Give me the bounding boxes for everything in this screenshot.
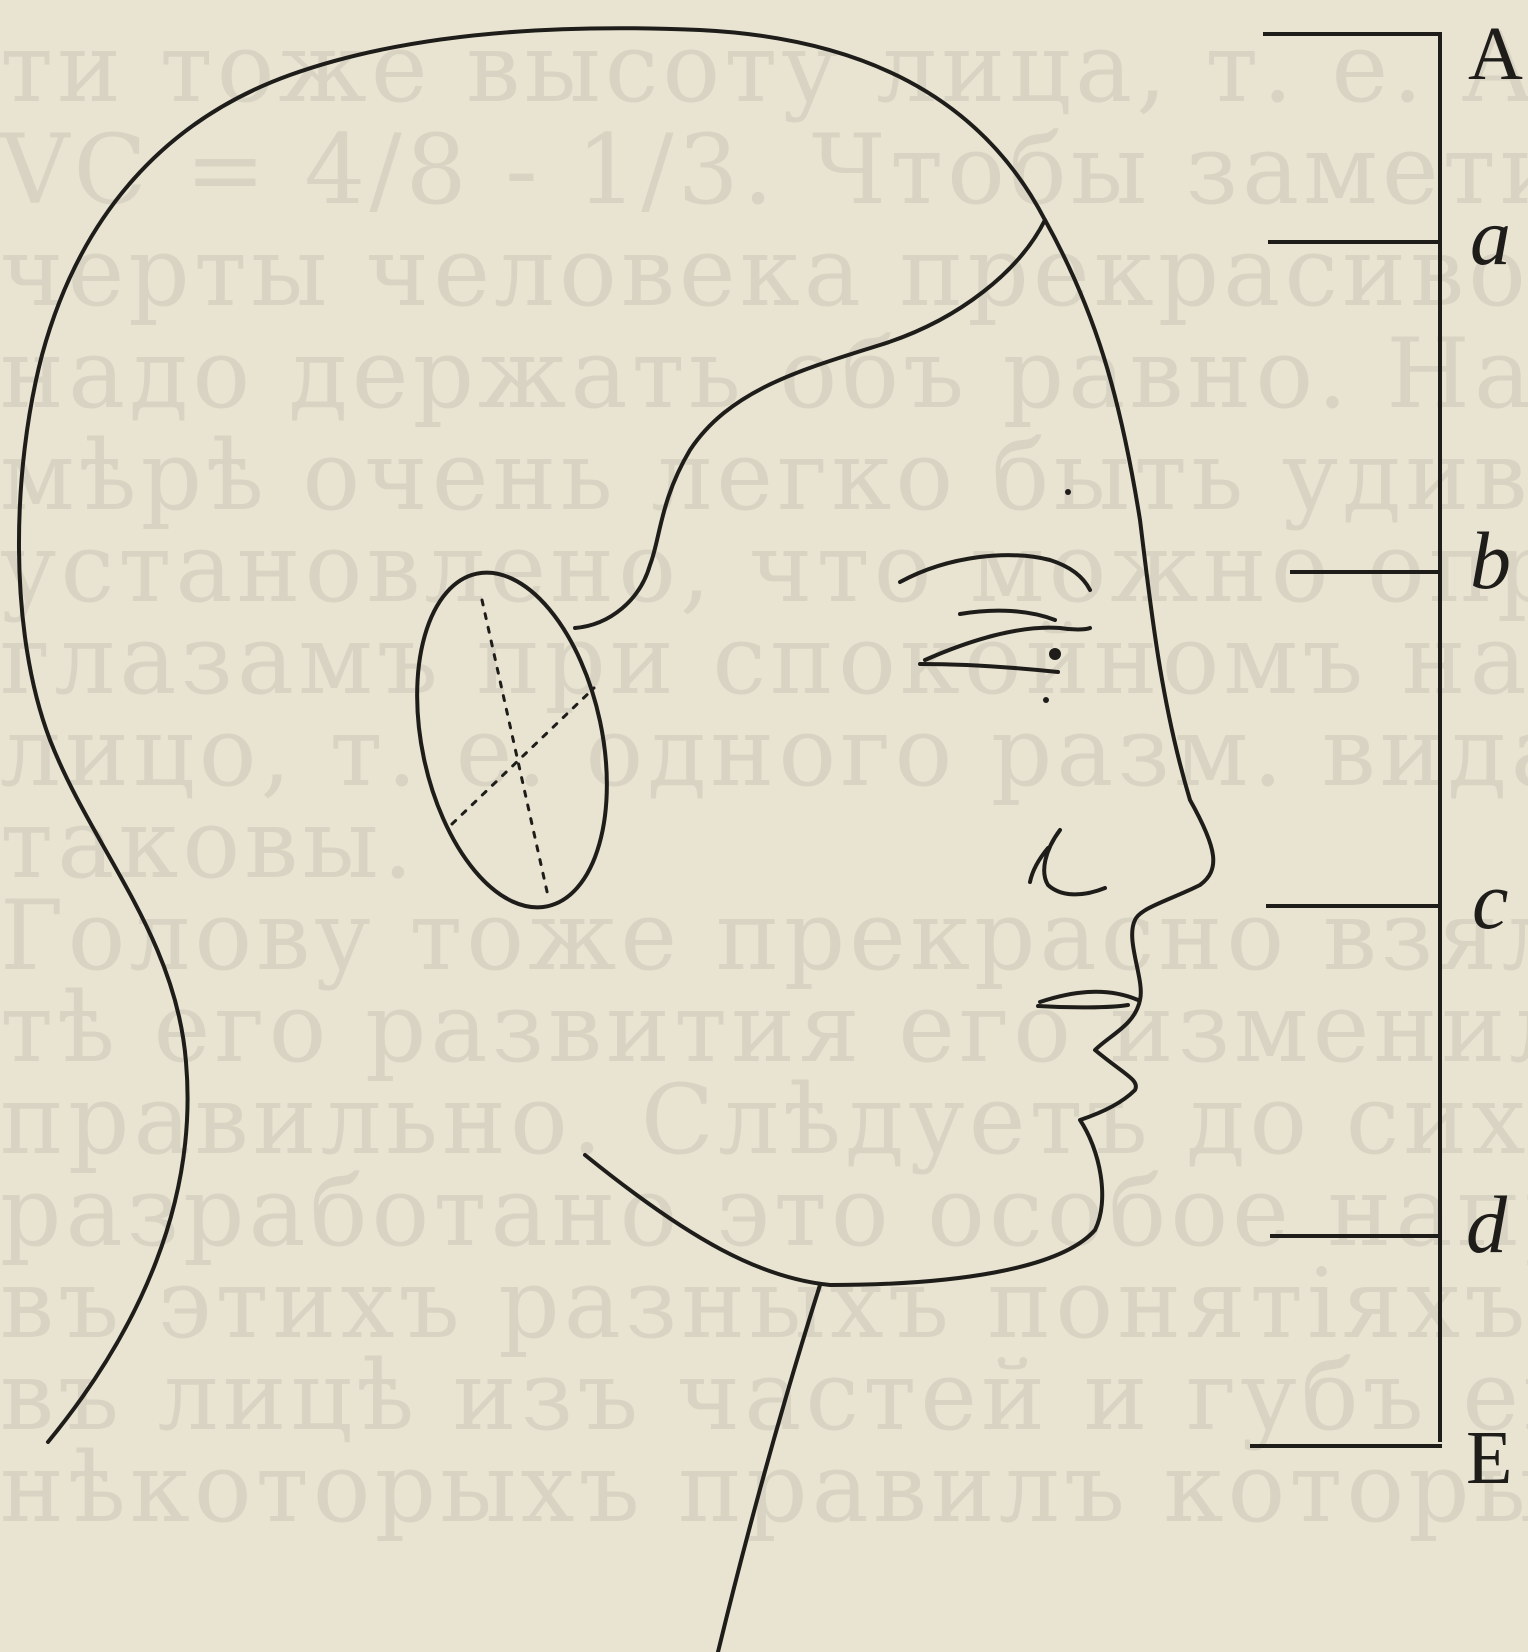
ink-speck	[1043, 697, 1049, 703]
nostril	[1044, 830, 1105, 894]
eye-pupil	[1049, 648, 1061, 660]
ear-dotted-axis	[482, 600, 548, 896]
lower-eyelid	[920, 664, 1058, 672]
eyebrow	[900, 555, 1090, 590]
scale-label-a: a	[1470, 196, 1511, 278]
upper-eyelid	[925, 628, 1090, 660]
scale-label-c: c	[1472, 860, 1508, 942]
scale-label-d: d	[1466, 1184, 1507, 1266]
scale-label-E: E	[1466, 1420, 1512, 1496]
scale-label-b: b	[1470, 520, 1511, 602]
hairline	[575, 220, 1045, 628]
ink-speck	[1065, 489, 1071, 495]
mouth-line	[1038, 1005, 1128, 1007]
scale-label-A: A	[1468, 16, 1523, 92]
neck-front-line	[718, 1285, 820, 1652]
upper-lip	[1040, 992, 1138, 1002]
ear-dotted-axis	[452, 688, 594, 824]
eye-crease	[960, 611, 1055, 620]
